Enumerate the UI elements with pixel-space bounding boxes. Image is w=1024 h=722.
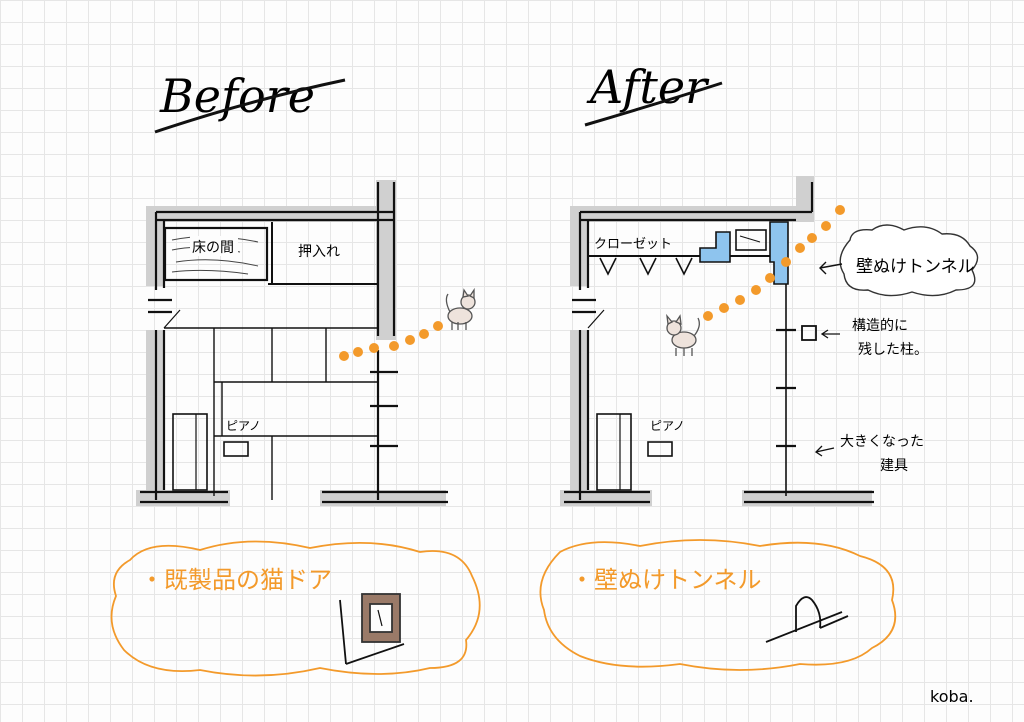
pillar-square <box>801 325 817 341</box>
closet-label: クローゼット <box>594 237 672 252</box>
tunnel-callout-cloud <box>839 224 979 297</box>
signature: koba. <box>930 687 974 706</box>
after-cat-icon <box>666 313 700 356</box>
door-note-line2: 建具 <box>880 458 908 474</box>
piano-bench <box>223 441 249 457</box>
before-note-cloud <box>110 540 481 677</box>
tunnel-opening-sketch <box>765 596 849 643</box>
piano-shape <box>172 413 208 491</box>
after-piano-bench <box>647 441 673 457</box>
callout-arrow <box>819 261 843 275</box>
pillar-note-line1: 構造的に <box>852 318 908 334</box>
wall-top <box>146 206 396 222</box>
after-floor-plan: クローゼット ピアノ <box>560 176 874 506</box>
after-note-text: ・壁ぬけトンネル <box>570 566 762 594</box>
oshiire-label: 押入れ <box>298 244 340 260</box>
after-piano-label: ピアノ <box>650 419 685 433</box>
tokonoma-box <box>163 226 269 282</box>
tunnel-wall-section <box>769 221 789 285</box>
after-piano-shape <box>596 413 632 491</box>
tatami-grid <box>164 327 378 500</box>
before-cat-icon <box>445 287 476 330</box>
after-title-underline <box>584 81 723 127</box>
cat-door-sketch <box>339 593 405 665</box>
pillar-note-line2: 残した柱。 <box>858 342 928 358</box>
tunnel-callout-text: 壁ぬけトンネル <box>856 257 975 277</box>
tokonoma-label: 床の間 <box>192 240 234 256</box>
before-piano-label: ピアノ <box>226 419 261 433</box>
before-floor-plan: 床の間 押入れ ピアノ <box>136 180 448 506</box>
before-cat-path <box>339 321 443 361</box>
door-note-line1: 大きくなった <box>840 434 924 450</box>
after-note-cloud <box>539 539 897 671</box>
before-title-underline <box>154 78 346 134</box>
before-title: Before <box>159 69 315 123</box>
after-cat-path <box>703 205 845 321</box>
before-note-text: ・既製品の猫ドア <box>140 566 332 594</box>
tunnel-closet-inlet <box>699 231 731 263</box>
